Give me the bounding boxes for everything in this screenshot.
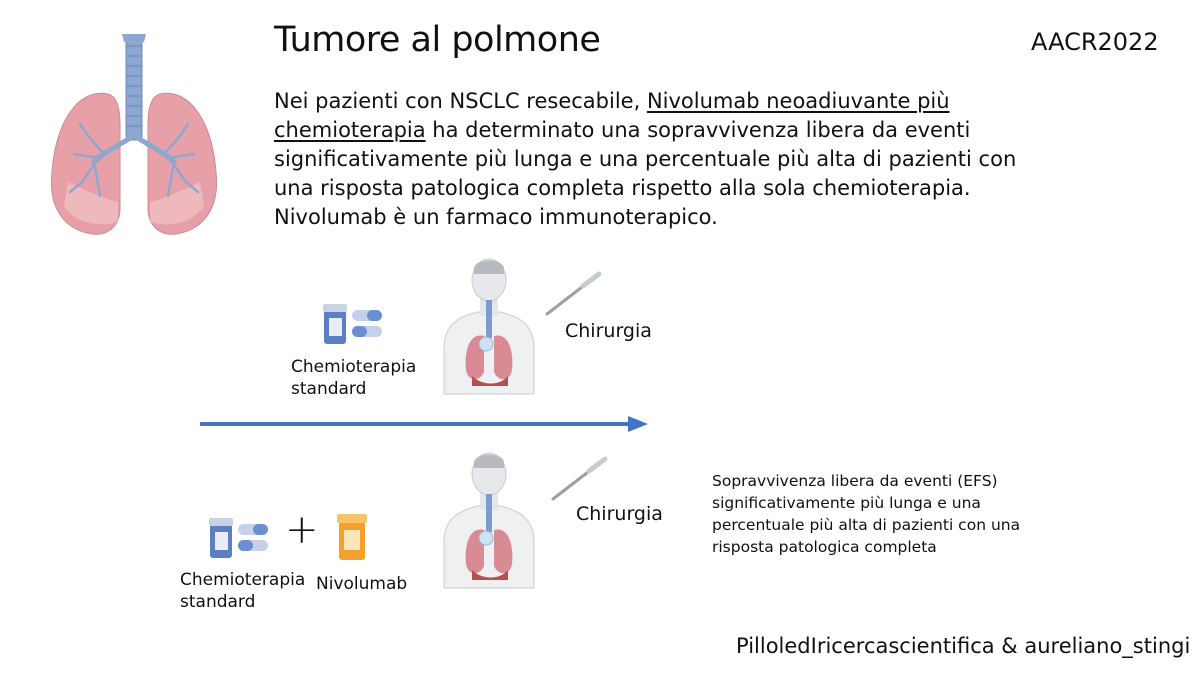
scalpel-icon-2 (551, 456, 608, 501)
summary-rest: ha determinato una sopravvivenza libera … (274, 118, 1017, 229)
outcome-text: Sopravvivenza libera da eventi (EFS) sig… (712, 472, 1021, 556)
chemo-bottle-icon (323, 304, 382, 344)
arm1-surgery-label: Chirurgia (565, 320, 652, 342)
page-title: Tumore al polmone (274, 20, 601, 60)
arm1-treatment-label: Chemioterapia standard (291, 357, 417, 399)
summary-paragraph: Nei pazienti con NSCLC resecabile, Nivol… (274, 87, 1034, 232)
human-torso-icon-2 (443, 452, 535, 589)
arm2-treatment-label: Chemioterapia standard (180, 570, 306, 612)
conference-tag: AACR2022 (1031, 28, 1159, 56)
lungs-icon (50, 34, 218, 235)
scalpel-icon (545, 271, 602, 316)
credits: PilloledIricercascientifica & aureliano_… (736, 634, 1191, 658)
capsules-icon (352, 310, 382, 337)
arm2-surgery-label: Chirurgia (576, 503, 663, 525)
plus-symbol: + (285, 507, 319, 553)
capsules-icon (238, 524, 268, 551)
summary-prefix: Nei pazienti con NSCLC resecabile, (274, 89, 647, 113)
timeline-arrow (200, 416, 648, 432)
summary-highlight: Nivolumab neoadiuvante più chemioterapia (274, 89, 950, 142)
arm2-drug-label: Nivolumab (316, 574, 408, 594)
chemo-bottle-icon-2 (209, 518, 268, 558)
pill-bottle-orange-icon (337, 514, 367, 560)
human-torso-icon (443, 258, 535, 395)
